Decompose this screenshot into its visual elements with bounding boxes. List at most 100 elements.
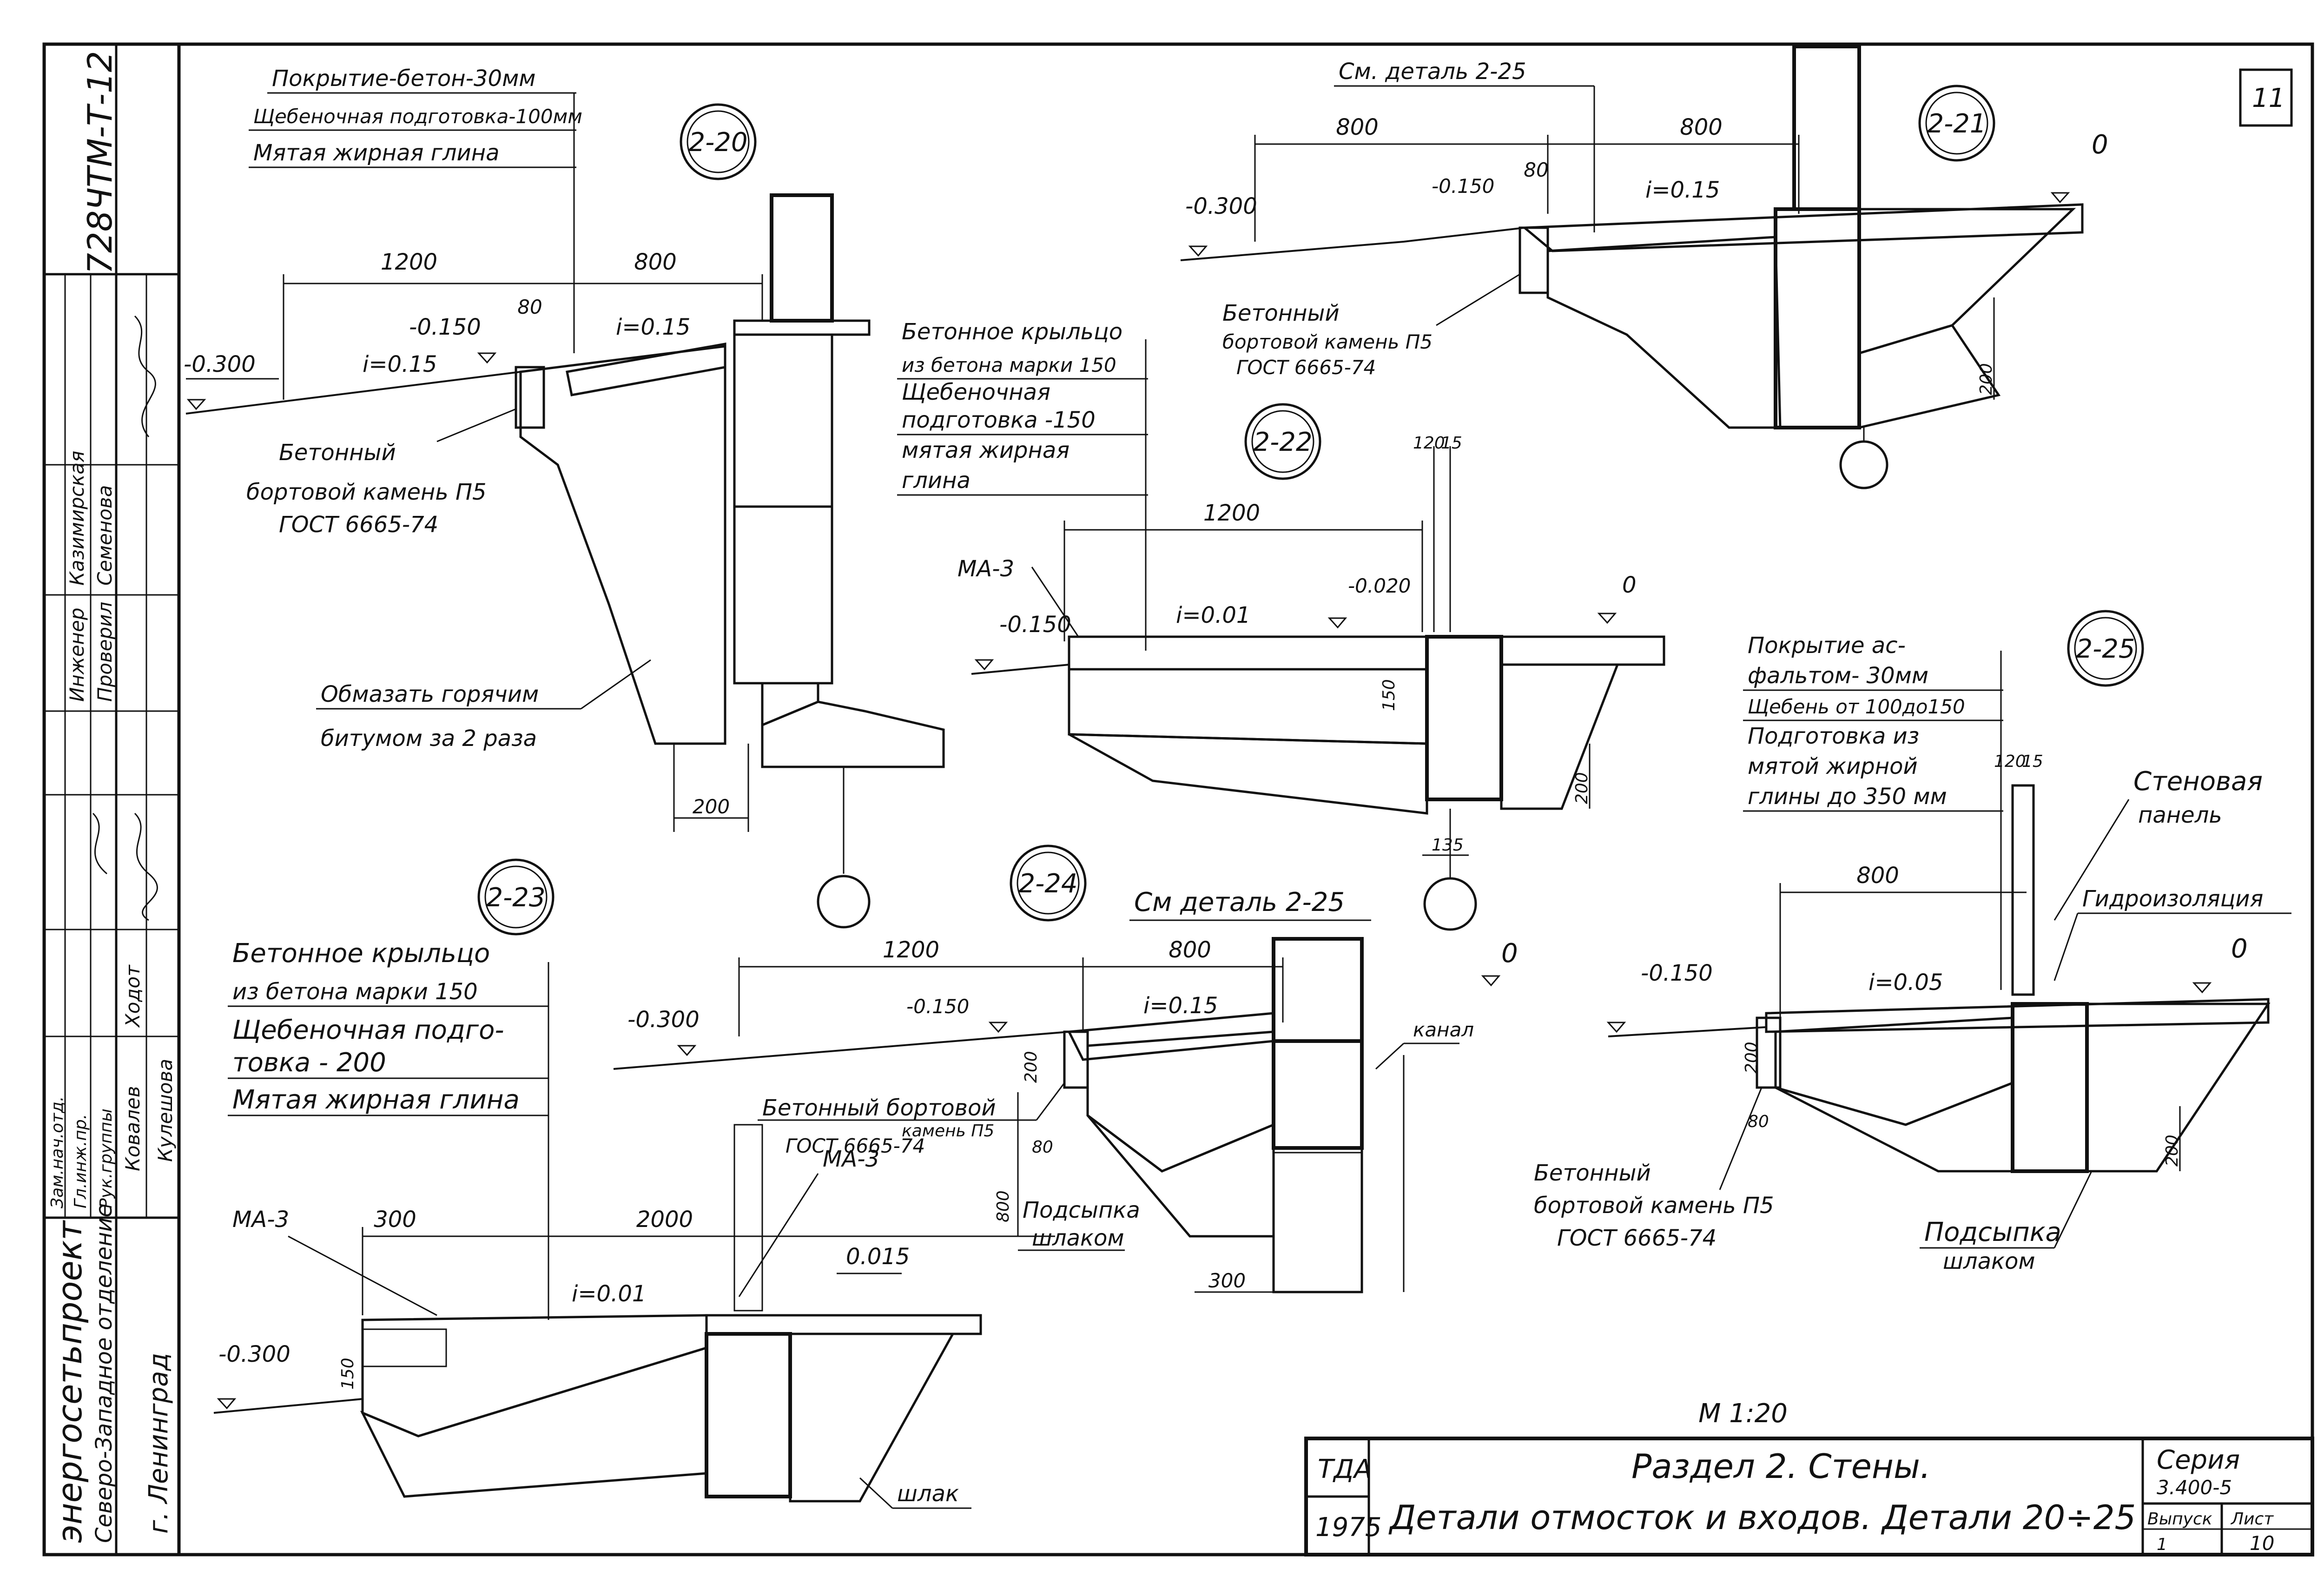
elevation: 0 [2231,934,2248,964]
slag-label: шлак [897,1481,959,1507]
role-label: Зам.нач.отд. [48,1096,67,1208]
series-label: Серия [2157,1445,2240,1475]
elevation: -0.150 [1641,960,1713,986]
role-label: Проверил [93,602,116,702]
sheet-title: Детали отмосток и входов. Детали 20÷25 [1388,1498,2136,1537]
dimension: 800 [1680,114,1723,140]
dimension: 120 [1994,752,2026,771]
detail-id: 2-21 [1927,109,1986,139]
channel-label: канал [1413,1018,1474,1041]
dimension: 15 [1441,434,1462,453]
layer-note: Подготовка из [1748,723,1919,749]
series-value: 3.400-5 [2157,1476,2232,1499]
layer-note: мятая жирная [902,437,1070,463]
dimension: 1200 [381,249,437,275]
elevation: 0 [1501,938,1518,969]
issue-value: 1 [2157,1535,2167,1554]
wall-label: панель [2138,802,2222,828]
org-name: энергосетьпроект [50,1220,89,1543]
role-name: Ковалев [121,1086,144,1171]
dimension: 150 [1380,679,1399,711]
role-label: Гл.инж.пр. [71,1114,90,1208]
dimension: 200 [693,795,730,818]
curb-label: камень П5 [902,1121,994,1141]
dimension: 200 [2163,1134,2182,1167]
elevation: -0.300 [218,1341,290,1367]
waterproof-label: Гидроизоляция [2082,886,2263,912]
curb-label: ГОСТ 6665-74 [786,1134,925,1157]
dimension: 1200 [1203,500,1260,526]
elevation: 0 [1622,572,1637,598]
elevation: -0.300 [627,1007,700,1033]
role-label: Рук.группы [97,1108,116,1208]
role-name: Семенова [93,485,116,586]
dimension: 15 [2022,752,2043,771]
curb-label: ГОСТ 6665-74 [1557,1225,1717,1251]
layer-note: Щебеночная подго- [232,1015,504,1045]
mark: МА-3 [957,556,1014,582]
curb-label: бортовой камень П5 [1222,330,1433,353]
dimension: 135 [1432,836,1464,855]
org-city: г. Ленинград [144,1353,174,1534]
detail-marker [680,103,757,180]
slope: i=0.15 [363,351,437,377]
detail-2-25: 2-25 Покрытие ас- фальтом- 30мм Щебень о… [1534,610,2291,1274]
elevation: 0 [2092,130,2108,160]
curb-label: бортовой камень П5 [1534,1193,1774,1219]
dimension: 200 [1742,1042,1761,1074]
slope: i=0.05 [1868,969,1943,996]
fill-label: Подсыпка [1023,1197,1140,1223]
layer-note: фальтом- 30мм [1748,663,1928,689]
slope: i=0.15 [1143,993,1218,1019]
dimension: 1200 [883,937,939,963]
detail-2-21: 2-21 См. деталь 2-25 800 800 80 -0.300 -… [1180,45,2108,489]
dimension: 150 [338,1358,357,1390]
dimension: 800 [634,249,677,275]
scale-label: М 1:20 [1698,1398,1788,1429]
layer-note: мятой жирной [1748,753,1918,779]
dimension: 2000 [636,1207,693,1233]
detail-id: 2-25 [2076,634,2135,664]
elevation: -0.150 [1432,175,1494,198]
elevation: -0.300 [1185,193,1257,219]
dimension: 120 [1413,434,1445,453]
elevation: -0.150 [906,995,969,1018]
section-title: Раздел 2. Стены. [1631,1447,1931,1486]
mark: МА-3 [823,1146,879,1172]
curb-label: ГОСТ 6665-74 [1236,356,1376,379]
signature-mark [134,812,158,921]
layer-note: подготовка -150 [902,407,1096,433]
reference-note: См деталь 2-25 [1134,887,1345,917]
dimension: 200 [1022,1051,1041,1083]
layer-note: глина [902,468,971,494]
layer-note: Мятая жирная глина [253,140,500,166]
layer-note: Бетонное крыльцо [902,319,1122,345]
curb-label: Бетонный бортовой [762,1095,996,1121]
dimension: 200 [1572,772,1591,804]
dimension: 800 [1169,937,1211,963]
detail-id: 2-23 [486,883,545,913]
layer-note: Щебеночная подготовка-100мм [253,105,582,128]
detail-marker [1244,403,1321,480]
sheet-code: 728ЧТМ-Т-12 [80,51,119,274]
bitumen-note: Обмазать горячим [321,681,539,707]
fill-label: Подсыпка [1924,1217,2061,1247]
detail-2-24: 2-24 См деталь 2-25 1200 800 -0.300 -0.1… [613,844,1518,1293]
layer-note: Щебеночная [902,379,1050,405]
mark: МА-3 [232,1207,289,1233]
curb-label: ГОСТ 6665-74 [279,512,438,538]
dimension: 300 [374,1207,416,1233]
org-code: ТДА [1318,1454,1372,1484]
slope: i=0.15 [1645,177,1720,203]
layer-note: Покрытие ас- [1748,633,1906,659]
layer-note: из бетона марки 150 [902,354,1116,376]
role-name: Кулешова [154,1059,177,1162]
dimension: 200 [1977,363,1996,395]
elevation: -0.020 [1348,574,1411,597]
detail-id: 2-22 [1253,427,1312,457]
title-block: ТДА 1975 Раздел 2. Стены. Детали отмосто… [1304,1437,2314,1556]
layer-note: глины до 350 мм [1748,784,1947,810]
sheet-value: 10 [2250,1532,2274,1555]
elevation: -0.150 [409,314,481,340]
